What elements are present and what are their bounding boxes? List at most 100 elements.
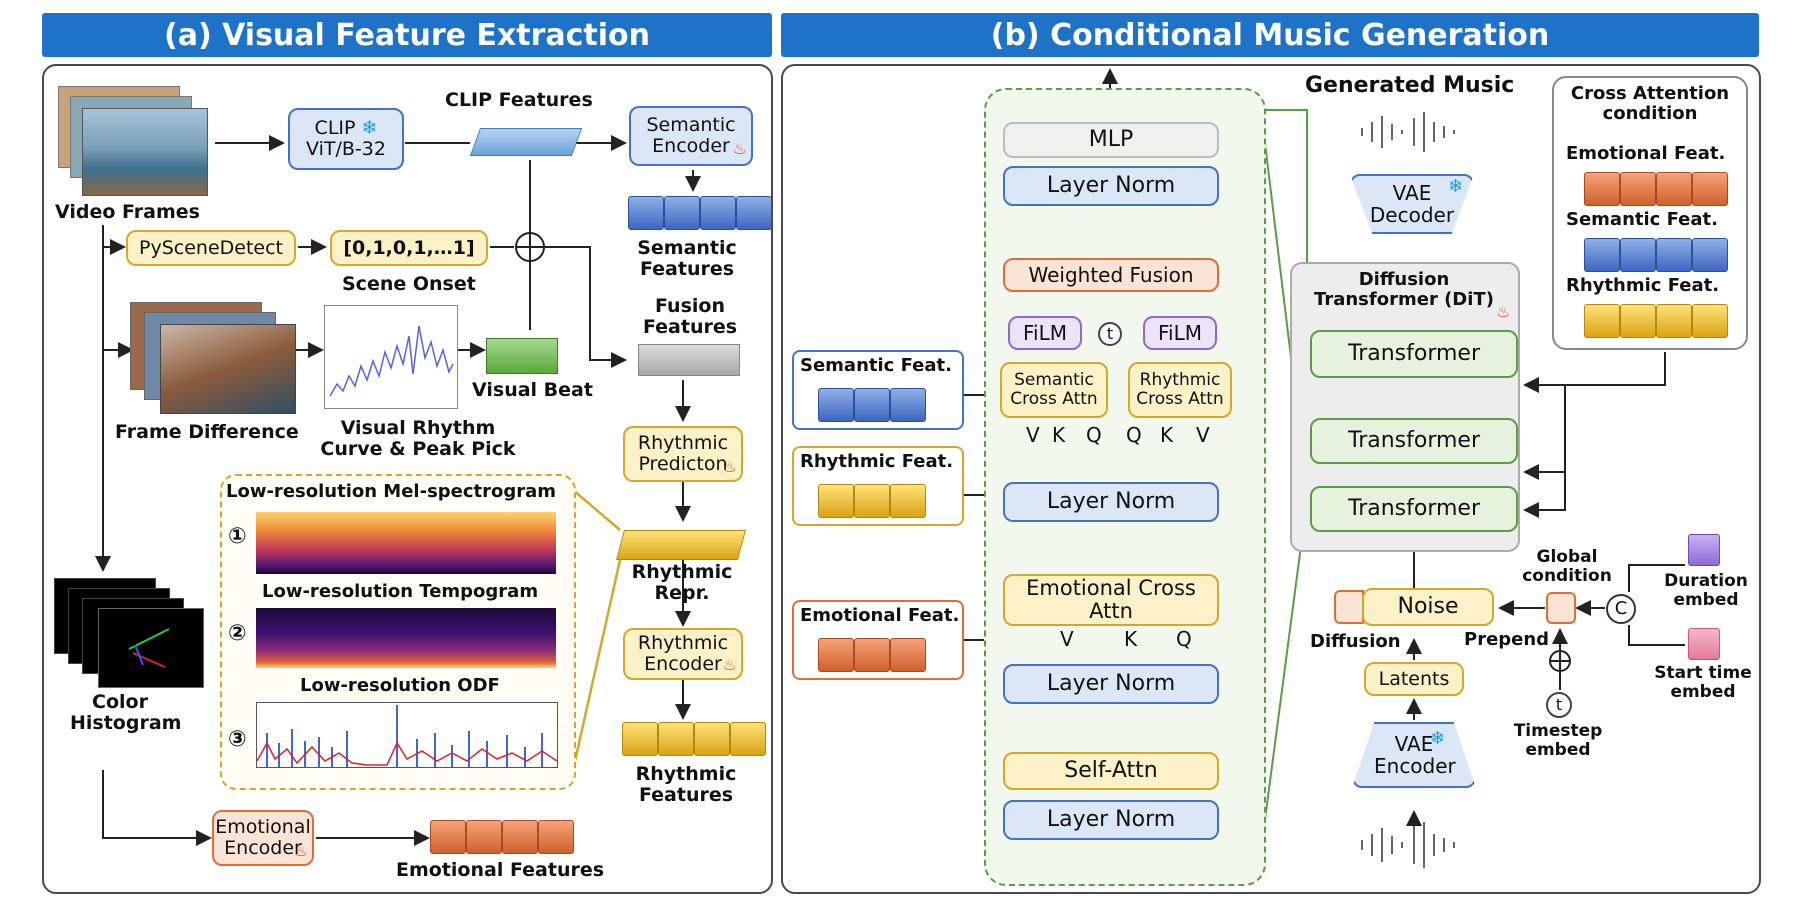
flame-icon: ♨ bbox=[722, 457, 737, 477]
vae-decoder-box: VAE Decoder bbox=[1350, 174, 1474, 234]
vae-encoder-label: VAE Encoder bbox=[1374, 732, 1456, 778]
number-3: ③ bbox=[228, 727, 247, 752]
concat-circle: C bbox=[1606, 594, 1636, 624]
snowflake-icon: ❄ bbox=[1430, 728, 1446, 749]
flame-icon: ♨ bbox=[293, 841, 308, 861]
layer-norm-top: Layer Norm bbox=[1003, 166, 1219, 206]
flame-icon: ♨ bbox=[1496, 302, 1511, 321]
semantic-encoder-box: Semantic Encoder ♨ bbox=[629, 106, 753, 166]
rhythmic-encoder-box: Rhythmic Encoder ♨ bbox=[623, 628, 743, 680]
clip-model-label: ViT/B-32 bbox=[306, 138, 386, 160]
q-label-1: Q bbox=[1086, 423, 1102, 447]
emotional-encoder-label: Emotional Encoder bbox=[215, 816, 311, 859]
clip-label: CLIP bbox=[314, 117, 356, 140]
semantic-features-label: Semantic Features bbox=[637, 237, 737, 280]
odf-plot bbox=[256, 702, 558, 768]
header-conditional-music-generation: (b) Conditional Music Generation bbox=[781, 13, 1759, 57]
rhythmic-encoder-label: Rhythmic Encoder bbox=[637, 632, 729, 675]
scene-onset-label: Scene Onset bbox=[342, 273, 476, 295]
semantic-feat-input: Semantic Feat. bbox=[792, 350, 964, 430]
tempogram-title: Low-resolution Tempogram bbox=[262, 581, 539, 602]
cross-attention-condition-title: Cross Attention condition bbox=[1570, 83, 1730, 124]
waveform-icon-bottom bbox=[1352, 820, 1472, 870]
start-time-embed-label: Start time embed bbox=[1654, 663, 1752, 702]
film-left-box: FiLM bbox=[1008, 316, 1082, 350]
weighted-fusion-box: Weighted Fusion bbox=[1003, 258, 1219, 292]
diffusion-label: Diffusion bbox=[1310, 631, 1401, 652]
emotional-features-label: Emotional Features bbox=[396, 859, 605, 881]
semantic-cross-attn-box: Semantic Cross Attn bbox=[1000, 362, 1108, 418]
clip-features-label: CLIP Features bbox=[445, 89, 593, 111]
k-label-2: K bbox=[1160, 423, 1174, 447]
prepend-label: Prepend bbox=[1464, 629, 1550, 650]
timestep-embed-label: Timestep embed bbox=[1513, 721, 1603, 760]
semantic-feat-label: Semantic Feat. bbox=[800, 355, 952, 376]
duration-embed-label: Duration embed bbox=[1664, 571, 1748, 610]
snowflake-icon: ❄ bbox=[361, 117, 378, 140]
cond-semantic-label: Semantic Feat. bbox=[1566, 209, 1718, 230]
visual-beat-block bbox=[486, 338, 558, 374]
clip-vit-box: CLIP ❄ ViT/B-32 bbox=[288, 108, 404, 170]
timestep-t-circle: t bbox=[1546, 692, 1572, 718]
visual-rhythm-plot bbox=[324, 305, 458, 409]
k-label-3: K bbox=[1124, 627, 1138, 651]
rhythmic-feat-label: Rhythmic Feat. bbox=[800, 451, 954, 472]
pyscenedetect-box: PySceneDetect bbox=[126, 230, 296, 266]
cond-rhythmic-label: Rhythmic Feat. bbox=[1566, 275, 1720, 296]
fusion-features-label: Fusion Features bbox=[642, 295, 738, 338]
mel-spectrogram-image bbox=[256, 512, 556, 574]
semantic-encoder-label: Semantic Encoder bbox=[646, 114, 736, 157]
dit-title: Diffusion Transformer (DiT) bbox=[1314, 269, 1494, 310]
video-frames-label: Video Frames bbox=[55, 201, 200, 223]
snowflake-icon: ❄ bbox=[1448, 176, 1464, 197]
emotional-feat-input: Emotional Feat. bbox=[792, 600, 964, 680]
transformer-middle: Transformer bbox=[1310, 418, 1518, 464]
mlp-box: MLP bbox=[1003, 122, 1219, 158]
flame-icon: ♨ bbox=[732, 139, 747, 159]
odf-title: Low-resolution ODF bbox=[300, 675, 500, 696]
k-label-1: K bbox=[1052, 423, 1066, 447]
frame-difference-label: Frame Difference bbox=[115, 421, 299, 443]
clip-features-block bbox=[469, 128, 583, 156]
semantic-features-cubes bbox=[628, 194, 772, 230]
video-frames-stack bbox=[58, 86, 208, 204]
emotional-feat-label: Emotional Feat. bbox=[800, 605, 960, 626]
noise-box: Noise bbox=[1362, 588, 1494, 626]
emotional-encoder-box: Emotional Encoder ♨ bbox=[212, 810, 314, 866]
frame-difference-stack bbox=[130, 302, 300, 414]
rhythmic-cross-attn-box: Rhythmic Cross Attn bbox=[1128, 362, 1232, 418]
self-attn-box: Self-Attn bbox=[1003, 752, 1219, 790]
q-label-3: Q bbox=[1176, 627, 1192, 651]
emotional-features-cubes bbox=[430, 818, 574, 854]
transformer-bottom: Transformer bbox=[1310, 486, 1518, 532]
duration-embed-cube bbox=[1688, 534, 1720, 566]
diffusion-prefix-box bbox=[1334, 590, 1364, 624]
v-label-2: V bbox=[1196, 423, 1210, 447]
prepend-box bbox=[1546, 592, 1576, 624]
rhythmic-prediction-label: Rhythmic Predicton bbox=[637, 432, 729, 475]
color-histogram-label: Color Histogram bbox=[70, 691, 182, 734]
layer-norm-bottom: Layer Norm bbox=[1003, 800, 1219, 840]
visual-rhythm-label: Visual Rhythm Curve & Peak Pick bbox=[320, 417, 516, 460]
cross-attention-condition-panel: Cross Attention condition Emotional Feat… bbox=[1552, 76, 1748, 350]
t-circle-film: t bbox=[1098, 322, 1122, 346]
generated-music-label: Generated Music bbox=[1305, 73, 1515, 98]
v-label-3: V bbox=[1060, 627, 1074, 651]
global-condition-label: Global condition bbox=[1522, 547, 1612, 586]
header-visual-feature-extraction: (a) Visual Feature Extraction bbox=[42, 13, 772, 57]
waveform-icon-top bbox=[1352, 110, 1472, 154]
visual-beat-label: Visual Beat bbox=[472, 379, 593, 401]
layer-norm-middle: Layer Norm bbox=[1003, 482, 1219, 522]
rhythmic-feat-input: Rhythmic Feat. bbox=[792, 446, 964, 526]
layer-norm-lower: Layer Norm bbox=[1003, 664, 1219, 704]
cond-emotional-label: Emotional Feat. bbox=[1566, 143, 1726, 164]
flame-icon: ♨ bbox=[722, 655, 737, 675]
vae-encoder-box: VAE Encoder bbox=[1352, 722, 1476, 788]
rhythmic-features-cubes bbox=[622, 720, 766, 756]
number-1: ① bbox=[228, 524, 247, 549]
transformer-top: Transformer bbox=[1310, 330, 1518, 378]
rhythmic-prediction-box: Rhythmic Predicton ♨ bbox=[623, 426, 743, 482]
start-time-embed-cube bbox=[1688, 628, 1720, 660]
film-right-box: FiLM bbox=[1143, 316, 1217, 350]
number-2: ② bbox=[228, 621, 247, 646]
